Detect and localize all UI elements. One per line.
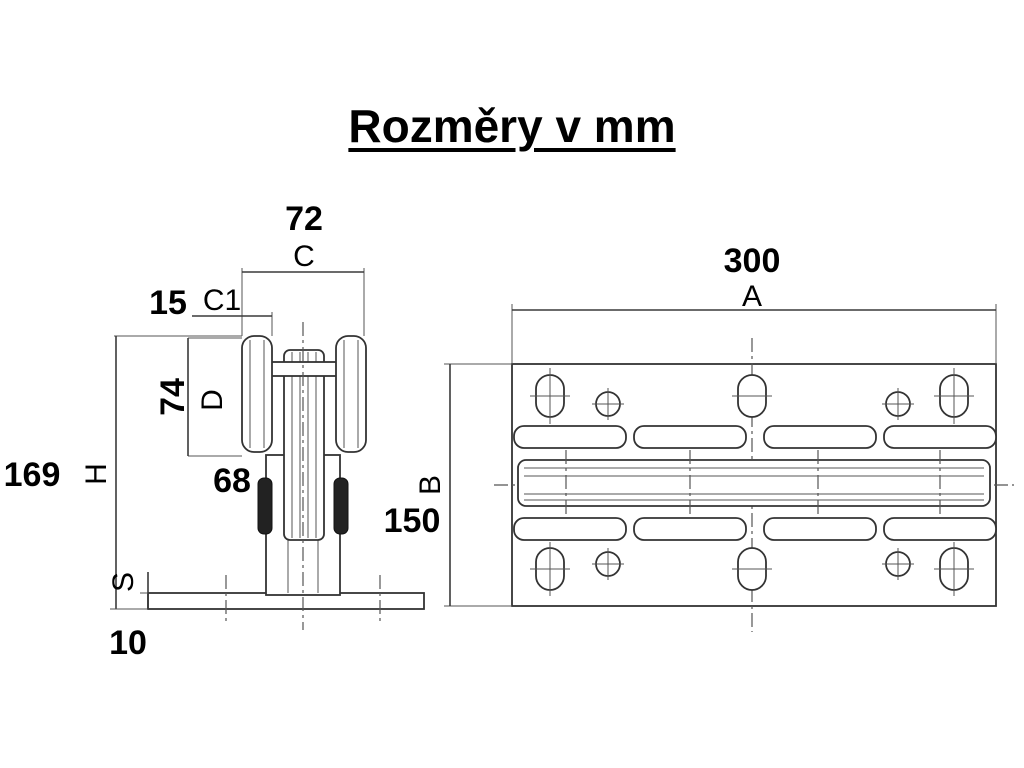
carrier-block [283,349,325,541]
s-label: S [107,572,140,592]
top-view: 300 A 150 B [384,242,1014,632]
carrier-rail [517,450,991,516]
a-value: 300 [724,242,781,280]
c-label: C [293,240,315,273]
wheel-value: 68 [213,462,251,500]
drawing-title: Rozměry v mm [348,100,676,152]
d-label: D [196,389,229,411]
right-guide-roller [333,477,349,535]
mounting-slots-top [530,368,974,424]
left-wheel [241,335,273,453]
mounting-slots-bottom [530,542,974,596]
right-wheel [335,335,367,453]
h-value: 169 [4,456,61,494]
d-value: 74 [154,378,192,416]
left-guide-roller [257,477,273,535]
c1-label: C1 [203,284,241,317]
c1-value: 15 [149,284,187,322]
upper-wheel-row [513,425,997,449]
s-value: 10 [109,624,147,662]
round-holes [592,388,914,580]
a-label: A [742,280,762,313]
b-value: 150 [384,502,441,540]
h-label: H [80,463,113,485]
c-value: 72 [285,200,323,238]
lower-wheel-row [513,517,997,541]
b-label: B [414,475,447,495]
side-view: 72 C 15 C1 74 D 68 169 H S 10 [4,200,425,662]
